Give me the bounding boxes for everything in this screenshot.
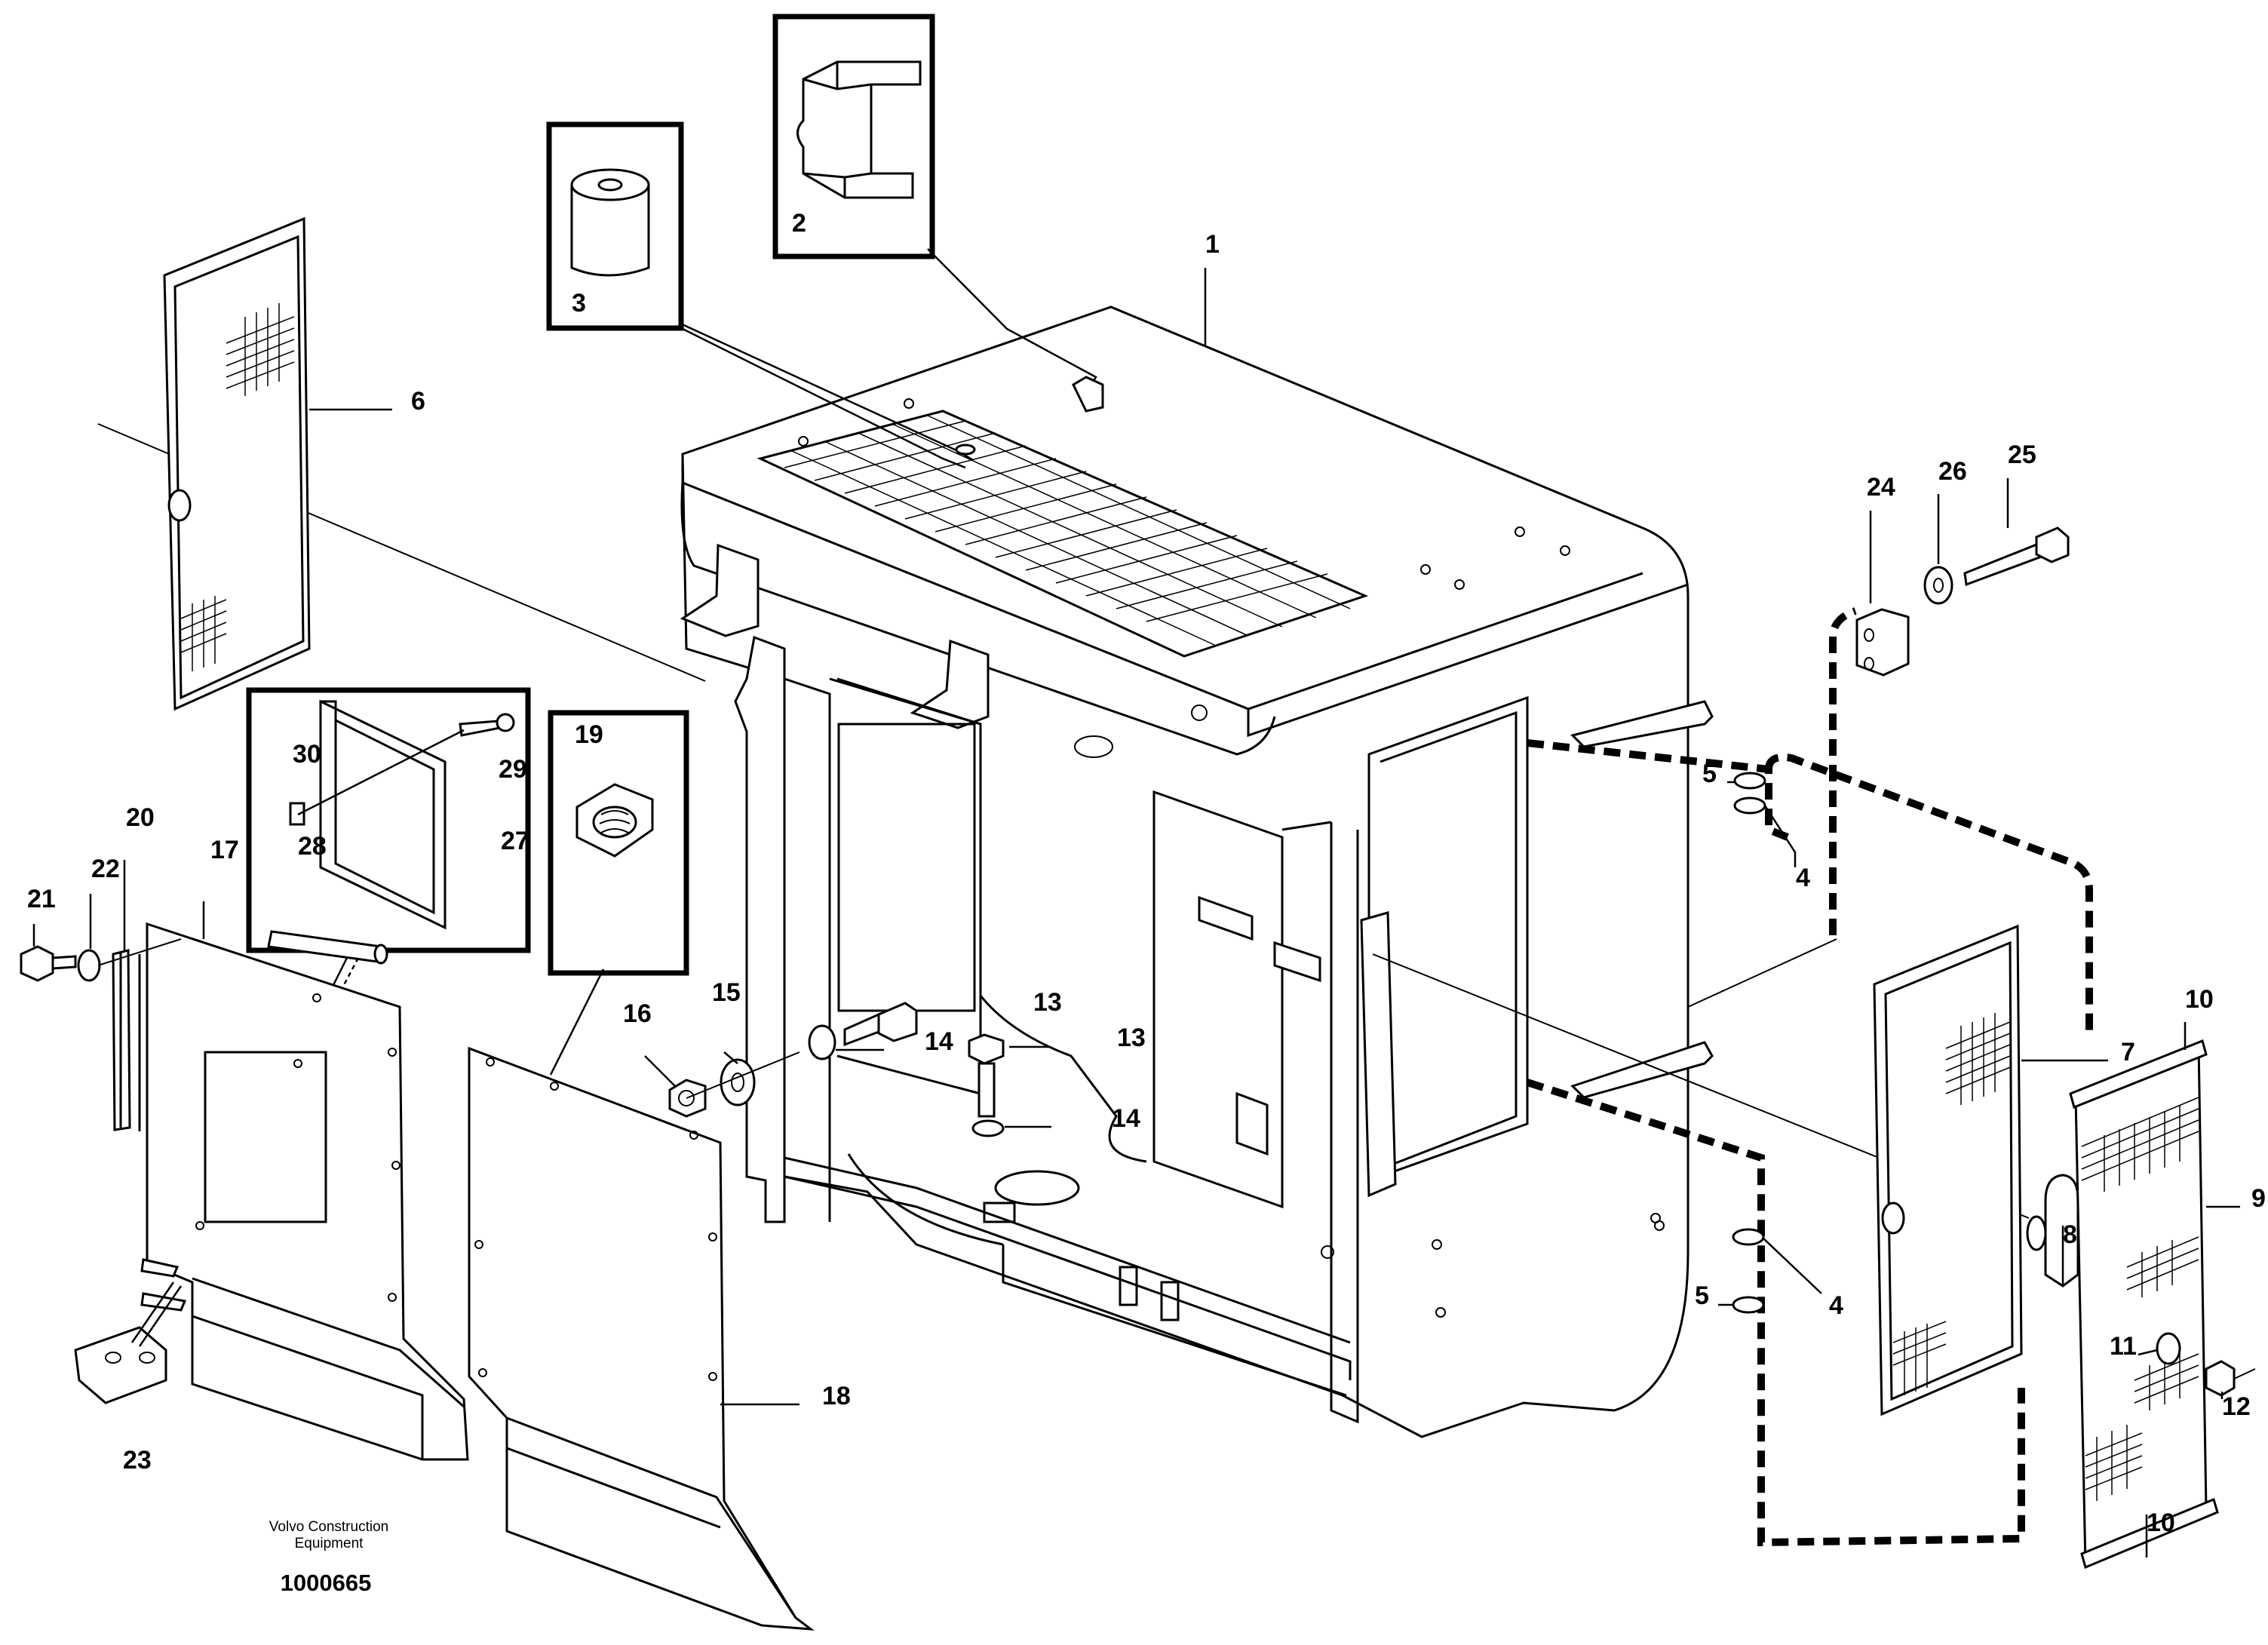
callout-c8: 8 bbox=[2063, 1220, 2077, 1249]
callout-c27: 27 bbox=[501, 827, 529, 855]
detail-box-part-19 bbox=[548, 710, 689, 1076]
callout-c13b: 13 bbox=[1117, 1024, 1146, 1052]
callout-labels: 1234455678910101112131314141516171819202… bbox=[27, 209, 2266, 1537]
callout-c21: 21 bbox=[27, 885, 56, 913]
callout-c5a: 5 bbox=[1702, 760, 1717, 788]
callout-c3: 3 bbox=[572, 289, 586, 318]
parts-24-26 bbox=[1855, 478, 2070, 677]
hood-frame bbox=[680, 305, 1714, 1438]
callout-c14b: 14 bbox=[1112, 1104, 1140, 1133]
callout-c24: 24 bbox=[1867, 473, 1895, 502]
grille-part-9 bbox=[2069, 1022, 2256, 1570]
callout-c9: 9 bbox=[2251, 1184, 2266, 1213]
callout-c18: 18 bbox=[822, 1382, 851, 1410]
detail-box-parts-27-30 bbox=[246, 687, 531, 1060]
callout-c5b: 5 bbox=[1695, 1281, 1709, 1310]
callout-c10a: 10 bbox=[2185, 985, 2214, 1014]
callout-c22: 22 bbox=[91, 855, 120, 883]
door-part-7 bbox=[1873, 924, 2108, 1416]
panel-part-17 bbox=[140, 901, 469, 1461]
callout-c17: 17 bbox=[210, 836, 239, 864]
callout-c20: 20 bbox=[126, 803, 155, 832]
callout-c12: 12 bbox=[2222, 1392, 2251, 1421]
callout-c28: 28 bbox=[298, 832, 327, 861]
callout-c10b: 10 bbox=[2147, 1508, 2175, 1537]
detail-box-part-2 bbox=[772, 14, 1097, 393]
callout-c7: 7 bbox=[2121, 1038, 2135, 1066]
callout-c4b: 4 bbox=[1829, 1291, 1843, 1320]
callout-c30: 30 bbox=[293, 740, 321, 769]
callout-c15: 15 bbox=[712, 978, 741, 1007]
callout-c11: 11 bbox=[2110, 1332, 2137, 1361]
callout-c4a: 4 bbox=[1796, 864, 1810, 892]
detail-box-part-3 bbox=[546, 121, 974, 469]
door-part-6 bbox=[163, 216, 392, 711]
callout-c26: 26 bbox=[1938, 457, 1967, 486]
credit-line-2: Equipment bbox=[295, 1536, 364, 1551]
credit-line-1: Volvo Construction bbox=[269, 1519, 388, 1535]
callout-c19: 19 bbox=[575, 720, 603, 749]
callout-c23: 23 bbox=[123, 1446, 152, 1475]
callout-c6: 6 bbox=[411, 387, 425, 416]
callout-c1: 1 bbox=[1205, 230, 1220, 259]
callout-c29: 29 bbox=[499, 755, 527, 784]
callout-c16: 16 bbox=[623, 999, 652, 1028]
fasteners-13-16 bbox=[644, 1002, 1051, 1137]
callout-c2: 2 bbox=[792, 209, 806, 238]
callout-c25: 25 bbox=[2008, 440, 2036, 469]
callout-c14a: 14 bbox=[925, 1027, 953, 1056]
callout-c13a: 13 bbox=[1033, 988, 1062, 1017]
panel-part-18 bbox=[468, 1046, 815, 1631]
document-number: 1000665 bbox=[281, 1570, 372, 1596]
